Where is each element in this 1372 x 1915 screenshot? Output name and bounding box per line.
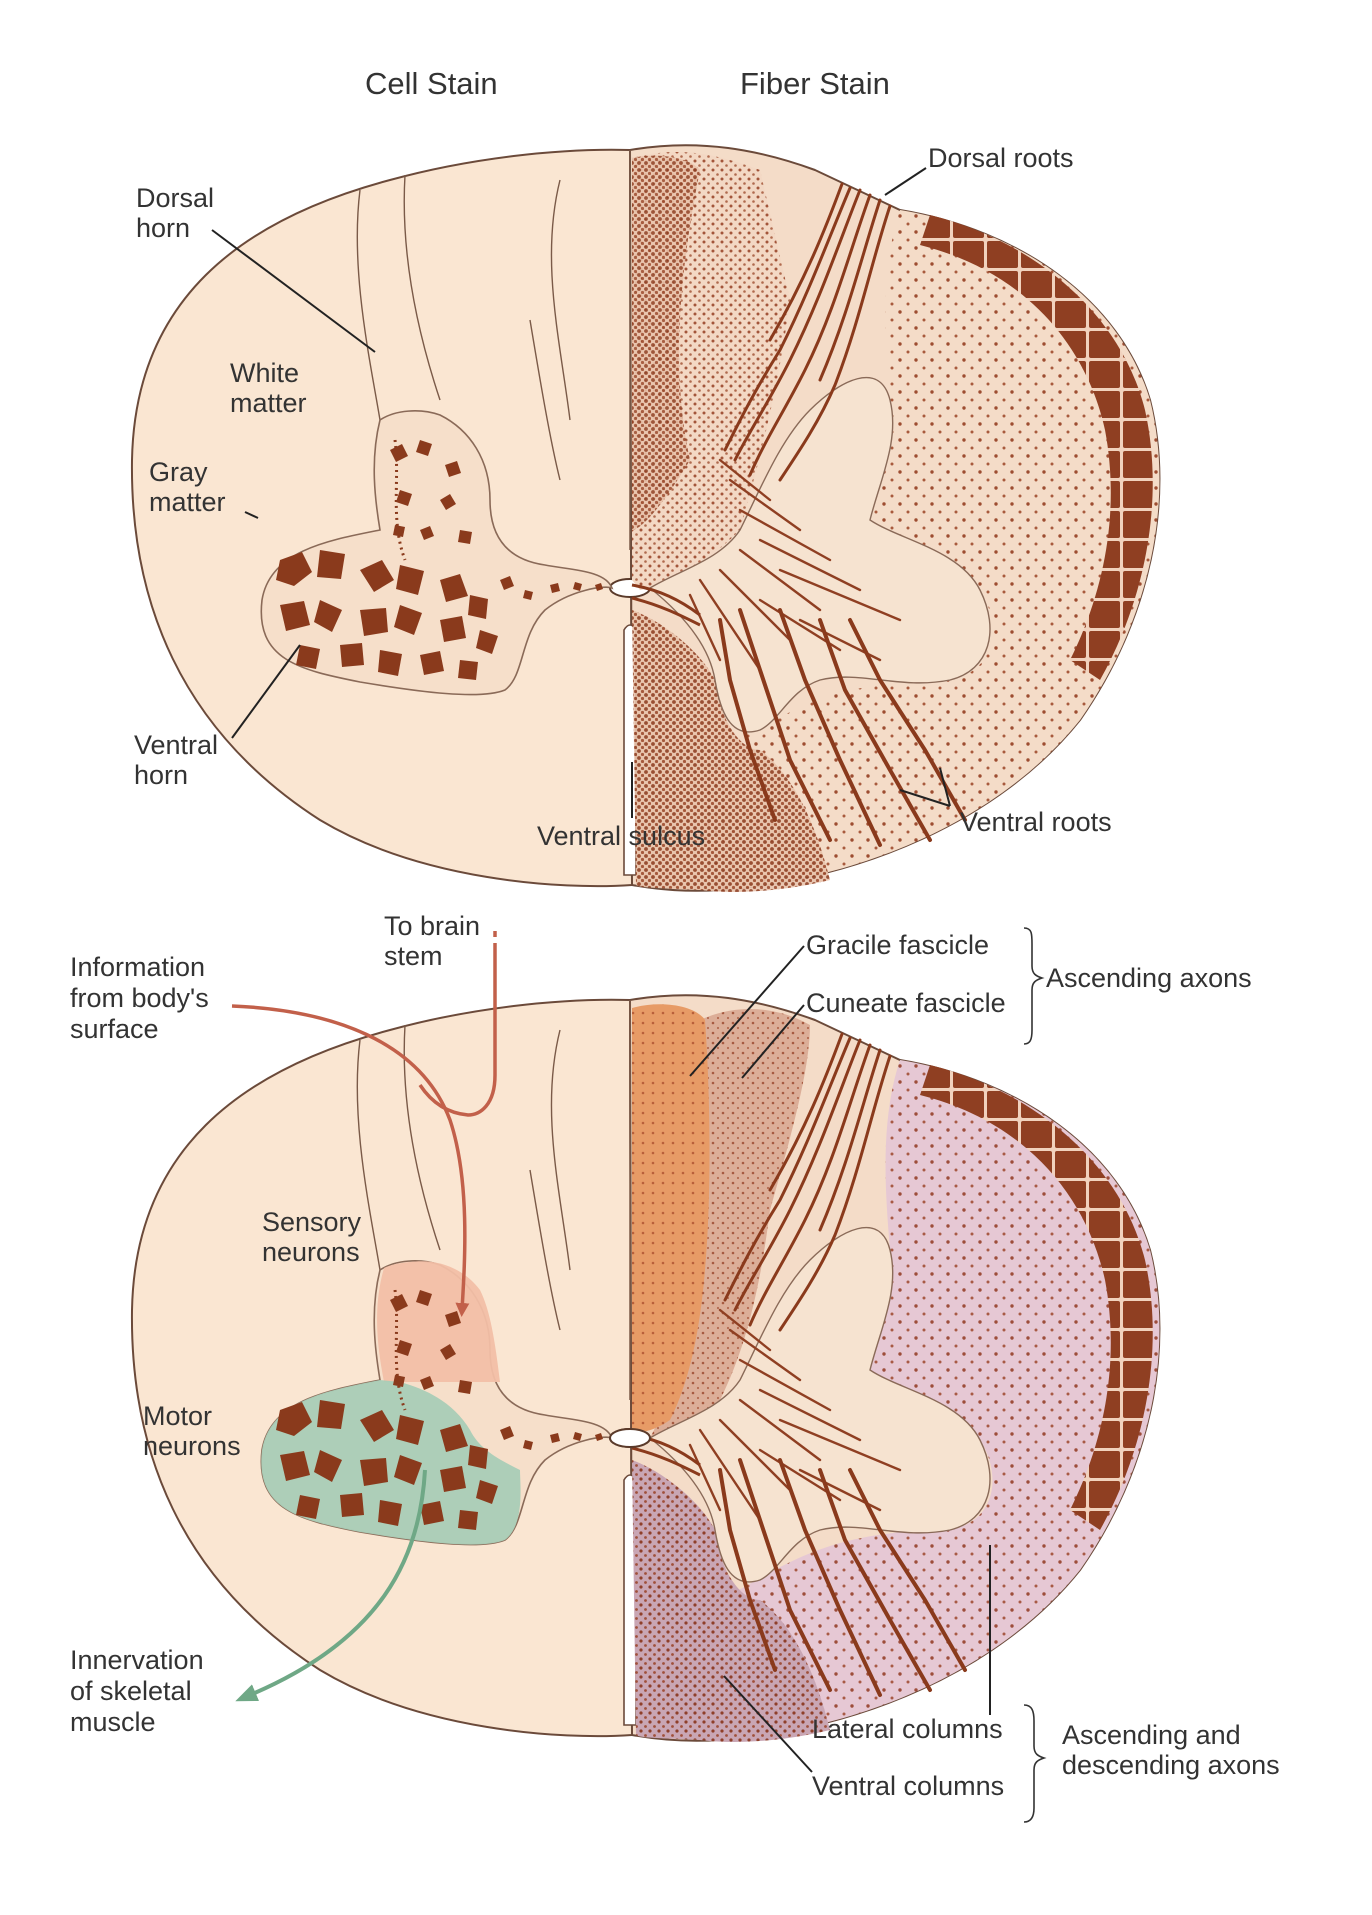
motor-neurons-label: Motor neurons bbox=[143, 1401, 241, 1461]
gray-matter-leader bbox=[244, 511, 259, 519]
to-brain-stem-arrow bbox=[418, 925, 497, 1117]
bottom-labels: To brain stem Information from body's su… bbox=[70, 911, 1280, 1823]
gray-matter-label: Gray matter bbox=[149, 457, 226, 517]
ventral-roots-leader bbox=[899, 767, 951, 807]
ventral-horn-leader bbox=[231, 644, 301, 739]
dorsal-roots-bundle bbox=[723, 182, 892, 482]
bottom-cord-section bbox=[130, 994, 1161, 1742]
cell-stain-header: Cell Stain bbox=[365, 66, 498, 101]
ventral-columns-label: Ventral columns bbox=[812, 1771, 1004, 1801]
cuneate-fascicle-leader bbox=[741, 1004, 805, 1079]
sensory-input-arrow bbox=[231, 1004, 470, 1317]
ventral-horn-label: Ventral horn bbox=[134, 730, 226, 790]
white-matter-label: White matter bbox=[230, 358, 307, 418]
ascending-descending-brace bbox=[1023, 1704, 1047, 1823]
top-labels: Dorsal horn White matter Gray matter Ven… bbox=[134, 143, 1112, 851]
ascending-descending-label: Ascending and descending axons bbox=[1062, 1720, 1280, 1780]
to-brain-stem-label: To brain stem bbox=[384, 911, 488, 971]
ascending-axons-label: Ascending axons bbox=[1046, 963, 1252, 993]
ventral-column-region bbox=[632, 1460, 830, 1742]
cuneate-fascicle-label: Cuneate fascicle bbox=[806, 988, 1006, 1018]
lateral-columns-label: Lateral columns bbox=[812, 1714, 1003, 1744]
fiber-stain-half bbox=[631, 151, 1160, 892]
motor-output-arrow bbox=[235, 1469, 427, 1702]
dorsal-roots-leader bbox=[884, 167, 927, 196]
gracile-fascicle-label: Gracile fascicle bbox=[806, 930, 989, 960]
cell-stain-half bbox=[260, 410, 613, 696]
ventral-roots-label: Ventral roots bbox=[960, 807, 1112, 837]
gracile-fascicle-region bbox=[632, 1004, 710, 1432]
dorsal-horn-leader bbox=[211, 229, 376, 353]
dorsal-roots-label: Dorsal roots bbox=[928, 143, 1074, 173]
gracile-fascicle-leader bbox=[689, 945, 805, 1077]
sensory-neurons-label: Sensory neurons bbox=[262, 1207, 369, 1267]
ventral-sulcus-label: Ventral sulcus bbox=[537, 821, 705, 851]
dorsal-horn-label: Dorsal horn bbox=[136, 183, 222, 243]
fiber-stain-header: Fiber Stain bbox=[740, 66, 890, 101]
ventral-columns-leader bbox=[723, 1675, 813, 1773]
information-label: Information from body's surface bbox=[70, 952, 216, 1044]
innervation-label: Innervation of skeletal muscle bbox=[70, 1645, 211, 1737]
top-cord-section bbox=[130, 144, 1161, 892]
lateral-column-region bbox=[705, 1060, 1160, 1740]
ascending-axons-brace bbox=[1023, 927, 1045, 1045]
